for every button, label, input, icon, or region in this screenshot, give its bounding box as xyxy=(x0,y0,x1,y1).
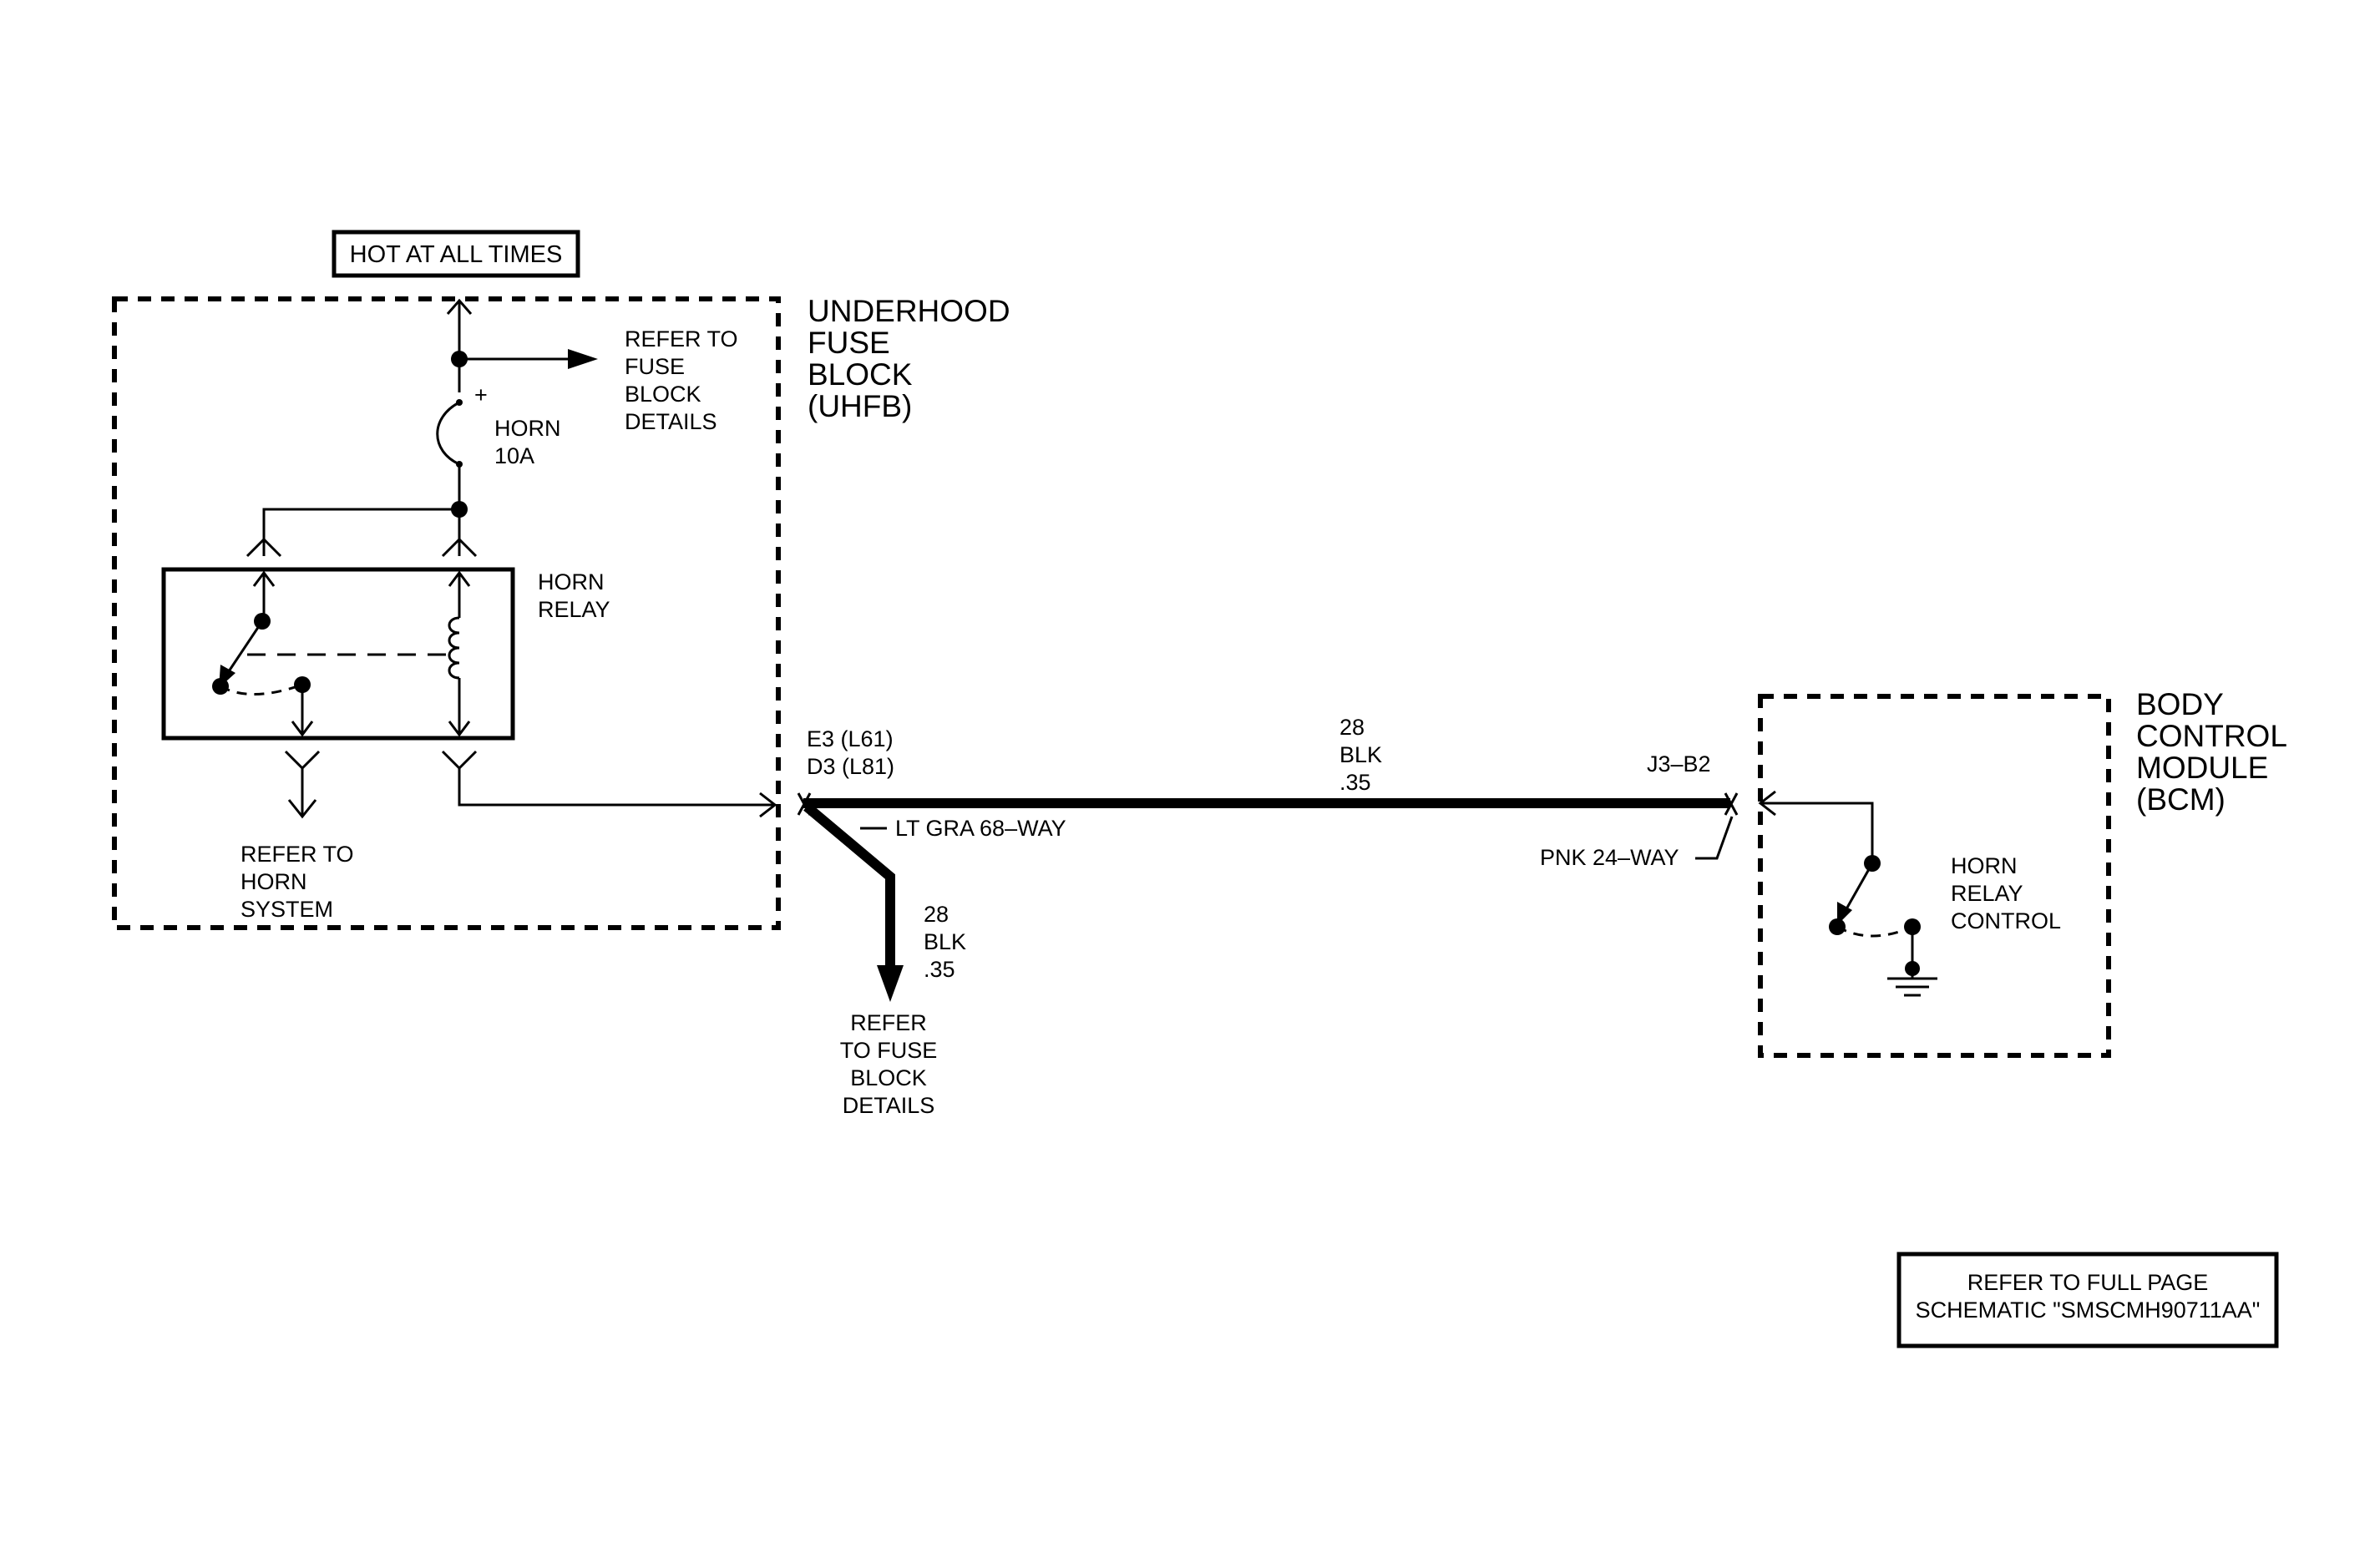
arrow-right-icon xyxy=(568,349,598,369)
fuse-name: HORN xyxy=(494,416,561,441)
svg-text:E3 (L61): E3 (L61) xyxy=(807,726,894,751)
fuse-icon xyxy=(436,401,460,466)
branch-wire: 28 BLK .35 REFER TO FUSE BLOCK DETAILS xyxy=(803,802,966,1118)
horn-relay-label: HORN RELAY xyxy=(538,569,610,622)
svg-text:REFER TO FULL PAGE: REFER TO FULL PAGE xyxy=(1967,1270,2209,1295)
svg-text:FUSE: FUSE xyxy=(808,326,890,360)
ground-icon xyxy=(1887,977,1937,997)
svg-text:CONTROL: CONTROL xyxy=(2136,719,2287,753)
uhfb-boundary xyxy=(112,296,781,930)
svg-text:HORN: HORN xyxy=(1951,853,2018,878)
svg-text:REFER: REFER xyxy=(850,1010,927,1035)
svg-text:28: 28 xyxy=(924,902,949,927)
bcm-title: BODY CONTROL MODULE (BCM) xyxy=(2136,687,2287,817)
svg-text:BODY: BODY xyxy=(2136,687,2224,721)
relay-coil-icon xyxy=(448,616,460,680)
svg-text:CONTROL: CONTROL xyxy=(1951,908,2061,933)
svg-text:SCHEMATIC "SMSCMH90711AA": SCHEMATIC "SMSCMH90711AA" xyxy=(1916,1297,2261,1323)
bcm-boundary xyxy=(1758,694,2111,1058)
svg-text:D3 (L81): D3 (L81) xyxy=(807,754,894,779)
bcm-connector-name: PNK 24–WAY xyxy=(1540,845,1679,870)
bcm-horn-relay-control: HORN RELAY CONTROL xyxy=(1758,790,2061,997)
svg-text:RELAY: RELAY xyxy=(538,597,610,622)
svg-text:MODULE: MODULE xyxy=(2136,751,2268,785)
svg-text:28: 28 xyxy=(1339,715,1365,740)
svg-text:DETAILS: DETAILS xyxy=(625,409,717,434)
svg-text:HORN: HORN xyxy=(538,569,605,594)
main-circuit-wire: 28 BLK .35 xyxy=(797,715,1739,816)
horn-relay xyxy=(161,567,515,741)
horn-fuse: + HORN 10A xyxy=(436,382,561,508)
svg-text:BLOCK: BLOCK xyxy=(808,357,913,392)
arrow-down-icon xyxy=(877,965,904,1002)
svg-text:BLOCK: BLOCK xyxy=(625,382,701,407)
fuse-rating: 10A xyxy=(494,443,534,468)
uhfb-connector: E3 (L61) D3 (L81) LT GRA 68–WAY xyxy=(807,726,1066,841)
svg-text:BLOCK: BLOCK xyxy=(850,1065,927,1090)
svg-text:DETAILS: DETAILS xyxy=(843,1093,935,1118)
svg-text:REFER TO: REFER TO xyxy=(625,326,738,352)
svg-text:HORN: HORN xyxy=(241,869,307,894)
svg-text:REFER TO: REFER TO xyxy=(241,842,354,867)
svg-text:UNDERHOOD: UNDERHOOD xyxy=(808,294,1010,328)
uhfb-connector-name: LT GRA 68–WAY xyxy=(895,816,1066,841)
refer-fuse-block-top: REFER TO FUSE BLOCK DETAILS xyxy=(625,326,738,434)
fuse-polarity: + xyxy=(474,382,488,407)
svg-text:(BCM): (BCM) xyxy=(2136,782,2226,817)
svg-text:FUSE: FUSE xyxy=(625,354,685,379)
power-feed xyxy=(446,298,598,392)
bcm-connector-pin: J3–B2 xyxy=(1647,751,1711,776)
svg-text:.35: .35 xyxy=(924,957,955,982)
svg-text:.35: .35 xyxy=(1339,770,1371,795)
svg-text:BLK: BLK xyxy=(924,929,966,954)
coil-output-wire xyxy=(441,750,777,818)
hot-at-all-times-label: HOT AT ALL TIMES xyxy=(350,241,563,268)
svg-text:TO FUSE: TO FUSE xyxy=(840,1038,938,1063)
svg-text:RELAY: RELAY xyxy=(1951,881,2023,906)
refer-full-page-box: REFER TO FULL PAGE SCHEMATIC "SMSCMH9071… xyxy=(1896,1252,2279,1348)
svg-text:(UHFB): (UHFB) xyxy=(808,389,912,423)
hot-at-all-times-box: HOT AT ALL TIMES xyxy=(332,230,580,278)
relay-output-horn: REFER TO HORN SYSTEM xyxy=(241,750,354,922)
bcm-connector: J3–B2 PNK 24–WAY xyxy=(1540,751,1734,870)
svg-text:BLK: BLK xyxy=(1339,742,1382,767)
svg-text:SYSTEM: SYSTEM xyxy=(241,897,333,922)
relay-input-splice xyxy=(246,501,478,558)
uhfb-title: UNDERHOOD FUSE BLOCK (UHFB) xyxy=(808,294,1010,423)
